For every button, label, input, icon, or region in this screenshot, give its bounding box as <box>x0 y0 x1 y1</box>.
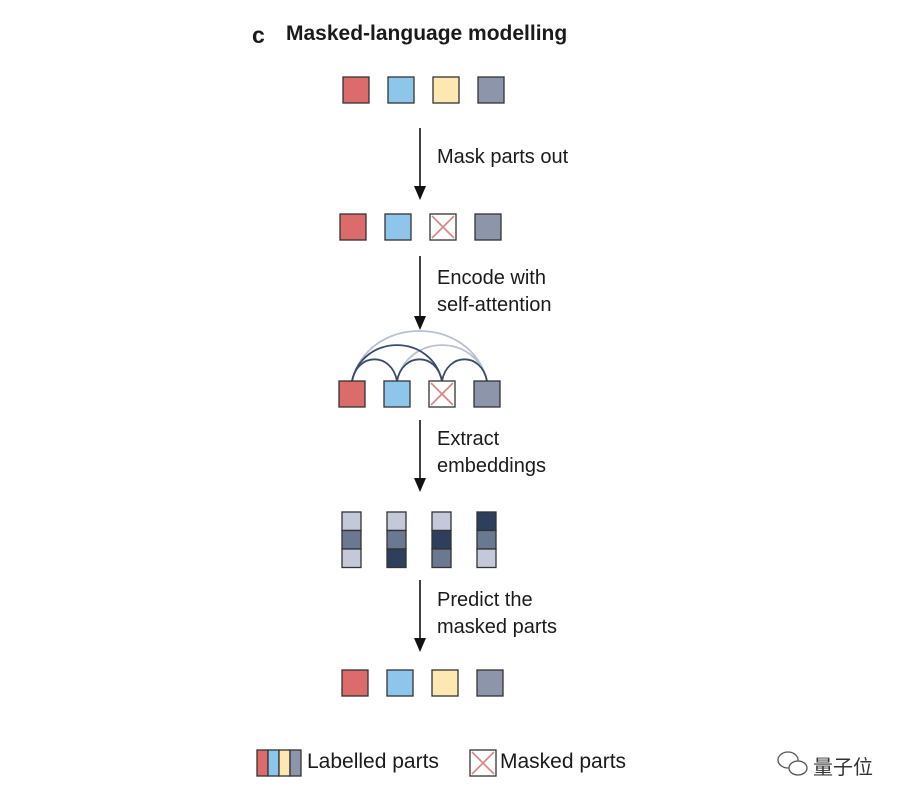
attention-arc-2-4 <box>396 344 488 382</box>
attention-arc-1-4 <box>351 330 488 382</box>
masked-seq-token-blue <box>384 213 412 241</box>
step-1-label: Mask parts out <box>437 146 569 168</box>
attention-token-blue <box>383 380 411 408</box>
attention-arc-1-2 <box>351 358 398 382</box>
legend-swatch-blue <box>267 749 280 777</box>
embedding-2-cell-3 <box>386 548 407 569</box>
embedding-4-cell-2 <box>476 529 497 550</box>
embedding-1-cell-1 <box>341 511 362 532</box>
input-token-red <box>342 76 370 104</box>
attention-arc-1-3 <box>351 344 443 382</box>
masked-seq-token-red <box>339 213 367 241</box>
legend-swatch-yellow <box>278 749 291 777</box>
step-3-label-line-2: embeddings <box>437 455 546 477</box>
legend-swatch-red <box>256 749 269 777</box>
predicted-token-red <box>341 669 369 697</box>
step-3-label-line-1: Extract <box>437 428 500 450</box>
attention-token-red <box>338 380 366 408</box>
arrow-predict <box>414 580 426 652</box>
arrow-extract <box>414 420 426 492</box>
input-token-yellow <box>432 76 460 104</box>
arrow-mask <box>414 128 426 200</box>
panel-letter: c <box>252 22 265 48</box>
legend-swatch-gray <box>289 749 302 777</box>
step-2-label-line-2: self-attention <box>437 294 552 316</box>
embedding-2-cell-1 <box>386 511 407 532</box>
step-4-label-line-1: Predict the <box>437 589 533 611</box>
legend-masked-swatch <box>469 749 497 777</box>
embedding-3-cell-3 <box>431 548 452 569</box>
predicted-token-gray <box>476 669 504 697</box>
masked-seq-token-gray <box>474 213 502 241</box>
legend-labelled-label: Labelled parts <box>307 750 439 773</box>
input-token-blue <box>387 76 415 104</box>
predicted-token-blue <box>386 669 414 697</box>
wechat-icon <box>777 751 808 776</box>
embedding-3-cell-2 <box>431 529 452 550</box>
embedding-1-cell-2 <box>341 529 362 550</box>
masked-token <box>429 213 457 241</box>
attention-masked-token <box>428 380 456 408</box>
attention-token-gray <box>473 380 501 408</box>
embedding-4-cell-1 <box>476 511 497 532</box>
input-token-gray <box>477 76 505 104</box>
embedding-3-cell-1 <box>431 511 452 532</box>
embedding-4-cell-3 <box>476 548 497 569</box>
panel-title: Masked-language modelling <box>286 22 568 45</box>
attention-arc-3-4 <box>441 358 488 382</box>
step-4-label-line-2: masked parts <box>437 616 558 638</box>
legend-masked-label: Masked parts <box>500 750 627 773</box>
arrow-encode <box>414 256 426 330</box>
step-2-label-line-1: Encode with <box>437 267 546 289</box>
watermark-text: 量子位 <box>813 755 873 779</box>
embedding-1-cell-3 <box>341 548 362 569</box>
predicted-token-yellow <box>431 669 459 697</box>
embedding-2-cell-2 <box>386 529 407 550</box>
attention-arc-2-3 <box>396 358 443 382</box>
